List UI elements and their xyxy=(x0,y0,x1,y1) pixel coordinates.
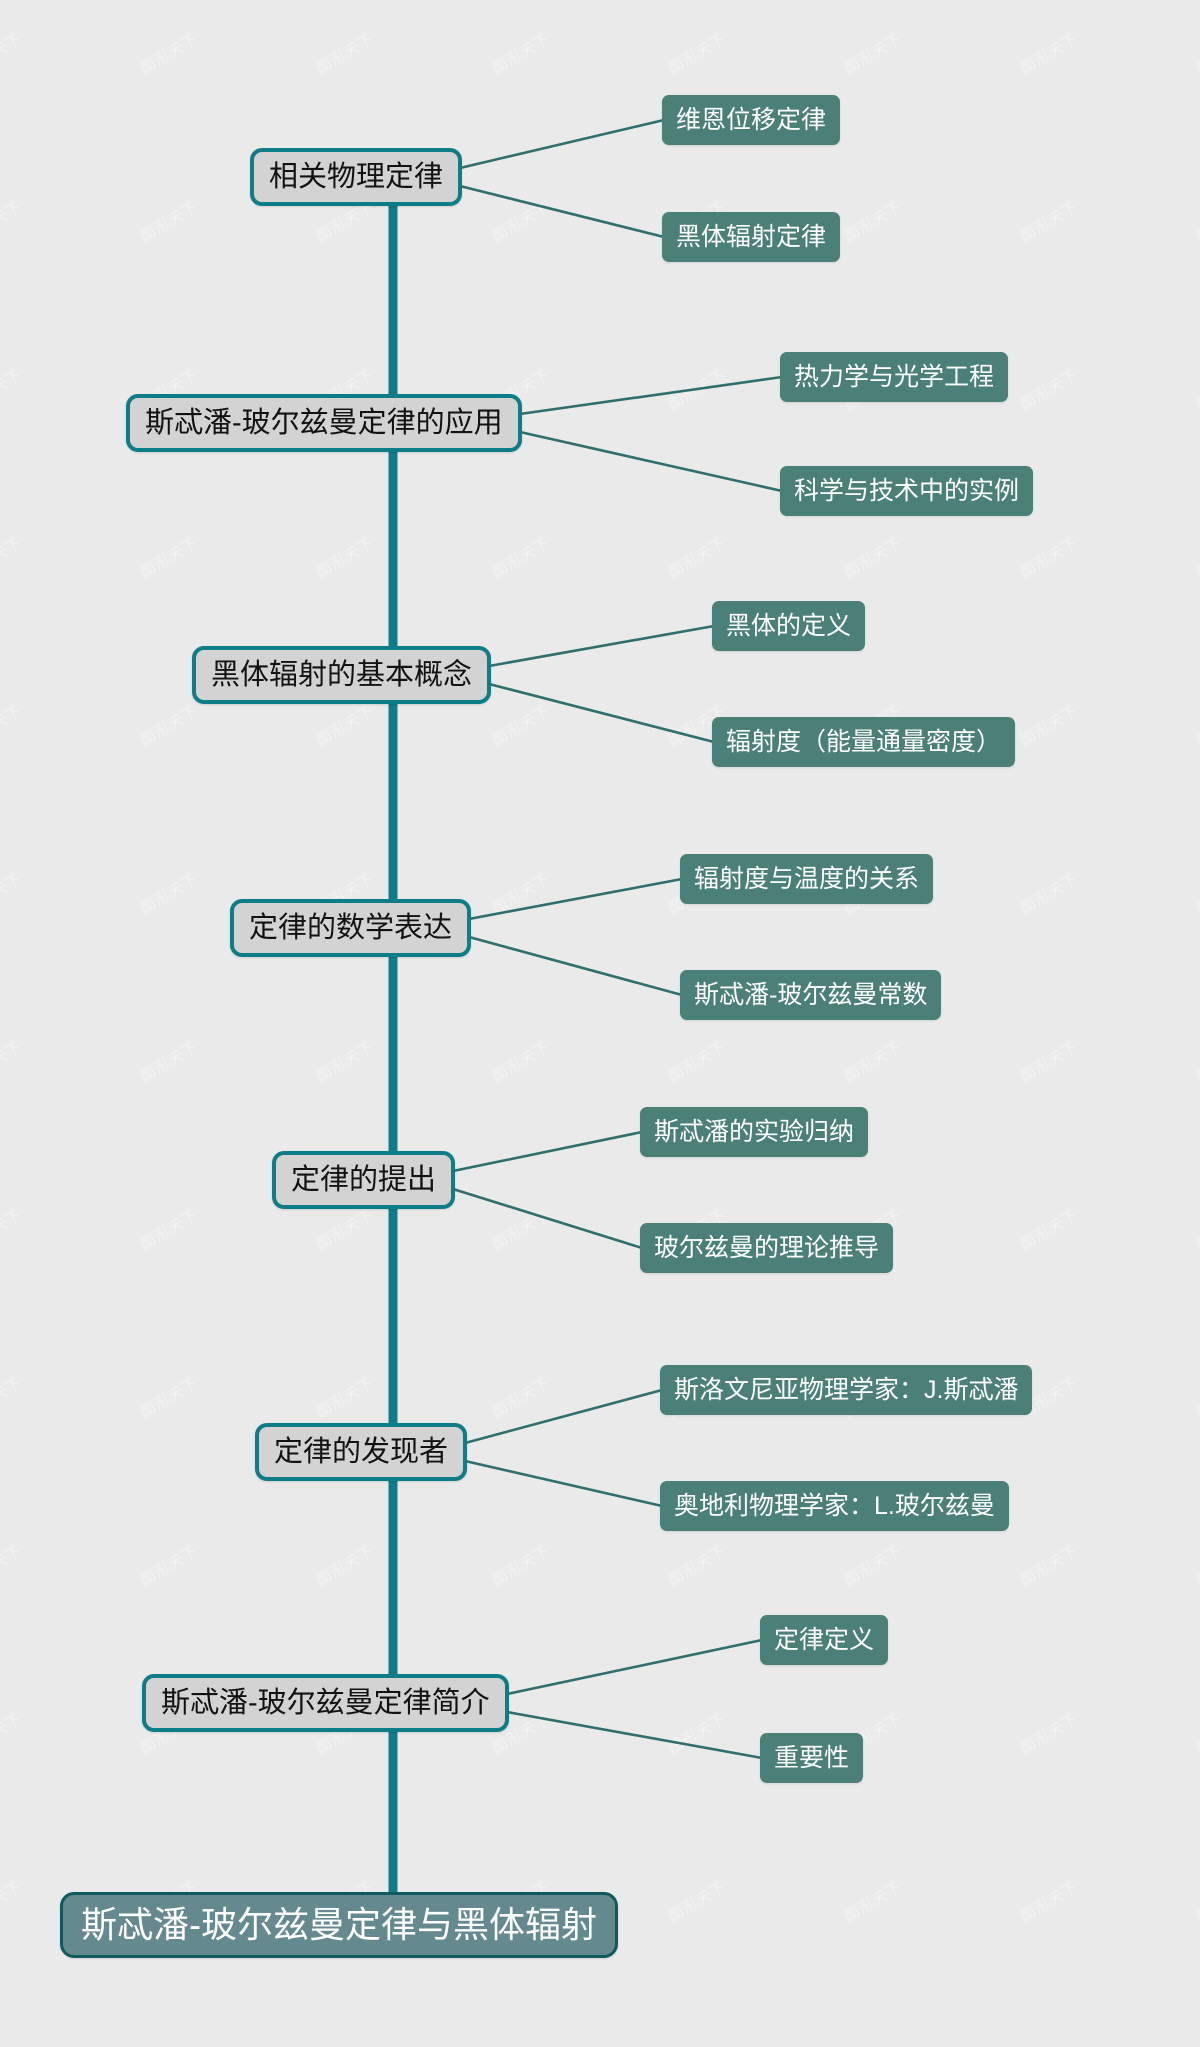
branch-node-0-label: 相关物理定律 xyxy=(269,160,444,193)
leaf-node-1-0-label: 热力学与光学工程 xyxy=(794,362,995,391)
branch-node-6-label: 斯忒潘-玻尔兹曼定律简介 xyxy=(161,1686,490,1719)
leaf-node-4-1-label: 玻尔兹曼的理论推导 xyxy=(654,1233,880,1262)
leaf-node-1-1-label: 科学与技术中的实例 xyxy=(794,476,1020,505)
branch-node-2-label: 黑体辐射的基本概念 xyxy=(211,658,473,691)
leaf-node-4-0-label: 斯忒潘的实验归纳 xyxy=(654,1117,855,1146)
leaf-node-4-0[interactable]: 斯忒潘的实验归纳 xyxy=(640,1107,869,1157)
leaf-node-3-1[interactable]: 斯忒潘-玻尔兹曼常数 xyxy=(680,970,942,1020)
leaf-node-4-1[interactable]: 玻尔兹曼的理论推导 xyxy=(640,1223,894,1273)
root-node[interactable]: 斯忒潘-玻尔兹曼定律与黑体辐射 xyxy=(60,1892,618,1958)
branch-node-4[interactable]: 定律的提出 xyxy=(272,1151,456,1209)
leaf-node-3-1-label: 斯忒潘-玻尔兹曼常数 xyxy=(694,980,928,1009)
branch-node-1[interactable]: 斯忒潘-玻尔兹曼定律的应用 xyxy=(126,394,522,452)
branch-node-3[interactable]: 定律的数学表达 xyxy=(230,899,472,957)
leaf-node-3-0-label: 辐射度与温度的关系 xyxy=(694,864,920,893)
leaf-node-0-0-label: 维恩位移定律 xyxy=(676,105,827,134)
branch-node-5[interactable]: 定律的发现者 xyxy=(255,1423,468,1481)
leaf-node-1-0[interactable]: 热力学与光学工程 xyxy=(780,352,1009,402)
leaf-node-5-1[interactable]: 奥地利物理学家：L.玻尔兹曼 xyxy=(660,1481,1009,1531)
branch-node-4-label: 定律的提出 xyxy=(291,1163,437,1196)
leaf-node-0-1[interactable]: 黑体辐射定律 xyxy=(662,212,841,262)
leaf-node-6-1-label: 重要性 xyxy=(774,1743,850,1772)
leaf-node-0-0[interactable]: 维恩位移定律 xyxy=(662,95,841,145)
branch-node-5-label: 定律的发现者 xyxy=(274,1435,449,1468)
branch-node-3-label: 定律的数学表达 xyxy=(249,911,453,944)
leaf-node-6-0[interactable]: 定律定义 xyxy=(760,1615,889,1665)
leaf-node-2-1[interactable]: 辐射度（能量通量密度） xyxy=(712,717,1016,767)
leaf-node-5-1-label: 奥地利物理学家：L.玻尔兹曼 xyxy=(674,1491,995,1520)
leaf-node-0-1-label: 黑体辐射定律 xyxy=(676,222,827,251)
branch-node-2[interactable]: 黑体辐射的基本概念 xyxy=(192,646,492,704)
leaf-node-5-0-label: 斯洛文尼亚物理学家：J.斯忒潘 xyxy=(674,1375,1019,1404)
root-node-label: 斯忒潘-玻尔兹曼定律与黑体辐射 xyxy=(81,1904,597,1945)
leaf-node-2-0-label: 黑体的定义 xyxy=(726,611,852,640)
leaf-node-1-1[interactable]: 科学与技术中的实例 xyxy=(780,466,1034,516)
leaf-node-2-1-label: 辐射度（能量通量密度） xyxy=(726,727,1002,756)
branch-node-1-label: 斯忒潘-玻尔兹曼定律的应用 xyxy=(145,406,503,439)
leaf-node-2-0[interactable]: 黑体的定义 xyxy=(712,601,866,651)
branch-node-0[interactable]: 相关物理定律 xyxy=(250,148,463,206)
leaf-node-5-0[interactable]: 斯洛文尼亚物理学家：J.斯忒潘 xyxy=(660,1365,1033,1415)
leaf-node-6-0-label: 定律定义 xyxy=(774,1625,875,1654)
leaf-node-6-1[interactable]: 重要性 xyxy=(760,1733,864,1783)
branch-node-6[interactable]: 斯忒潘-玻尔兹曼定律简介 xyxy=(142,1674,509,1732)
leaf-node-3-0[interactable]: 辐射度与温度的关系 xyxy=(680,854,934,904)
